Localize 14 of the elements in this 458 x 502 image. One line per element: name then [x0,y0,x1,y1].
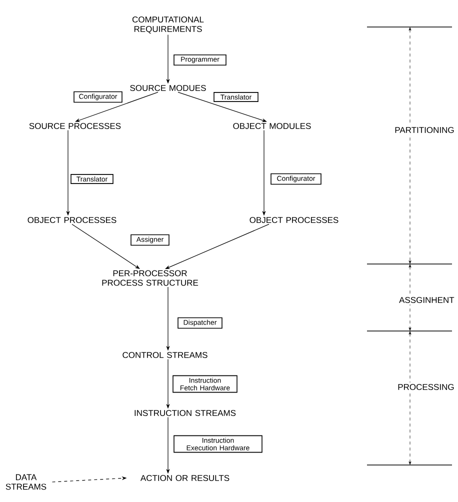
stage-text: CONTROL STREAMS [122,352,208,358]
stage-label: PARTITIONING [393,126,456,134]
stage-text: OBJECT PROCESSES [250,217,338,223]
stage-text: OBJECT MODULES [233,123,311,129]
stage-label: PROCESSING [396,382,456,392]
stage-text: SOURCE PROCESSES [29,123,121,129]
stage-text: PER-PROCESSOR PROCESS STRUCTURE [102,270,198,286]
stage-text: ACTION OR RESULTS [140,475,230,481]
stage-text: INSTRUCTION STREAMS [134,410,236,416]
stage-label: ASSGINHENT [398,296,456,304]
stage-text: OBJECT PROCESSES [28,217,116,223]
stage-text: DATA STREAMS [6,474,46,490]
stage-text: SOURCE MODUES [130,85,206,91]
stage-text: COMPUTATIONAL REQUIREMENTS [132,16,204,34]
